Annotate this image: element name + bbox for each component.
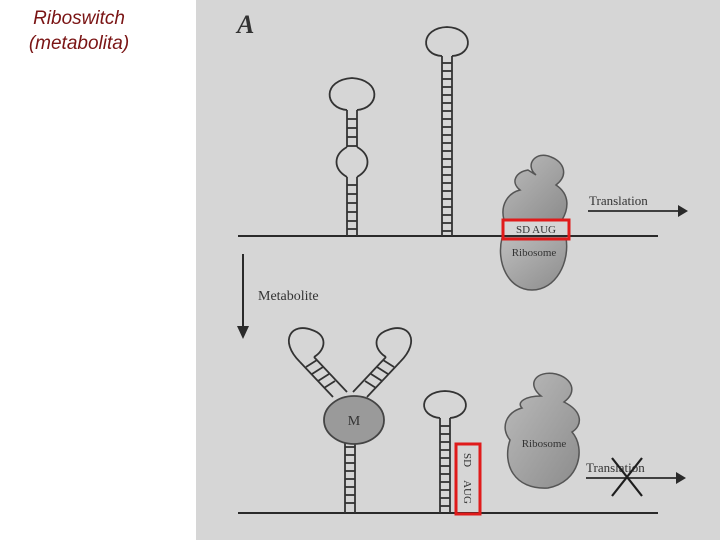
translation-arrowhead-top <box>678 205 688 217</box>
sd-aug-highlight-top <box>501 218 571 241</box>
sd-aug-highlight-bottom <box>454 442 482 516</box>
ribosome-top-lower <box>499 237 568 291</box>
metabolite-m <box>323 395 385 445</box>
translation-label-top: Translation <box>589 193 648 208</box>
sequestering-stem-loop <box>423 390 467 513</box>
metabolite-arrowhead <box>237 326 249 339</box>
panel-label: A <box>235 10 254 39</box>
slide-title: Riboswitch (metabolita) <box>0 6 158 56</box>
ribosome-top <box>502 154 568 221</box>
sd-label-bottom: SD <box>461 453 473 467</box>
ribosome-label-bottom: Ribosome <box>522 438 567 450</box>
stem-loop-tall <box>425 26 469 236</box>
stem-loop-small <box>328 77 376 236</box>
sd-aug-label-top: SD AUG <box>516 224 556 236</box>
aug-label-bottom: AUG <box>461 480 473 504</box>
blocked-translation-cross-icon <box>611 457 643 497</box>
ribosome-label-top: Ribosome <box>512 247 557 259</box>
translation-arrowhead-bottom <box>676 472 686 484</box>
riboswitch-figure: A <box>196 0 720 540</box>
title-line-metabolita: (metabolita) <box>28 33 130 54</box>
figure-background <box>196 0 720 540</box>
metabolite-m-label: M <box>348 414 361 429</box>
title-line-riboswitch: Riboswitch <box>33 8 125 29</box>
ribosome-bottom <box>504 372 580 489</box>
metabolite-arrow-label: Metabolite <box>258 289 319 304</box>
aptamer-domain <box>287 327 413 513</box>
